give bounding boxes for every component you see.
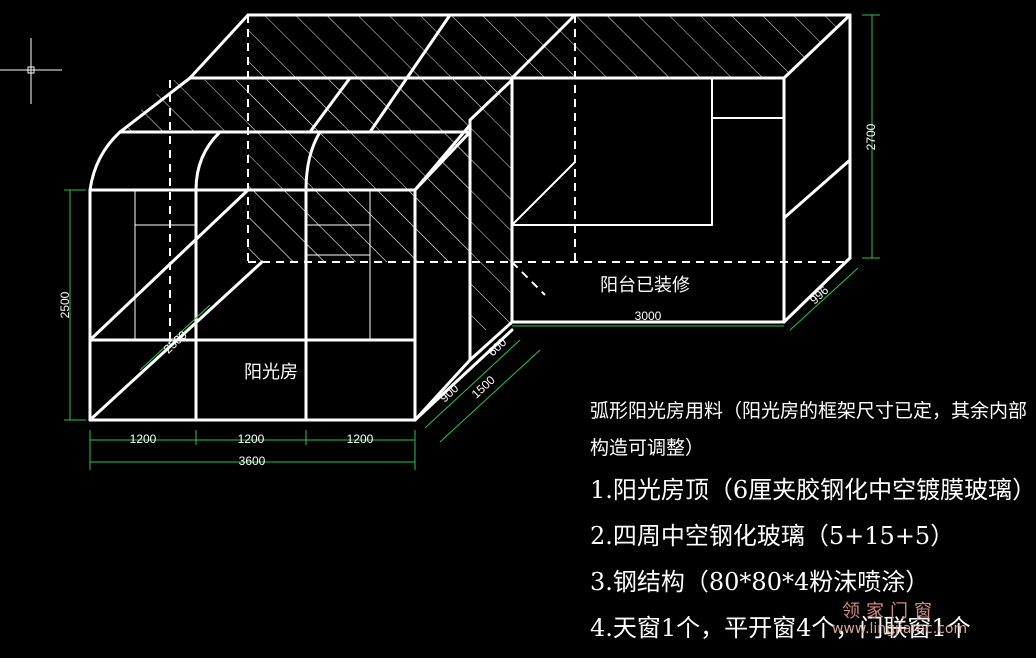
dim-depth-1500: 1500 (469, 373, 498, 402)
sunroom-frame (88, 13, 852, 422)
dim-bay-2: 1200 (238, 432, 265, 446)
dim-total-width: 3600 (239, 454, 266, 468)
label-sunroom: 阳光房 (244, 362, 298, 383)
dim-width-right: 3000 (635, 309, 662, 323)
dim-bay-1: 1200 (130, 432, 157, 446)
watermark-url: www.lingjiamc.com (832, 621, 968, 637)
dim-height-left: 2500 (58, 291, 72, 318)
notes-item-2: 2.四周中空钢化玻璃（5+15+5） (590, 522, 955, 550)
notes-item-3: 3.钢结构（80*80*4粉沫喷涂） (590, 568, 930, 596)
roof-glass-hatching (120, 15, 850, 330)
dim-bay-3: 1200 (347, 432, 374, 446)
dim-depth-900: 900 (437, 381, 461, 405)
notes-item-1: 1.阳光房顶（6厘夹胶钢化中空镀膜玻璃） (590, 476, 1036, 504)
notes-intro: 弧形阳光房用料（阳光房的框架尺寸已定，其余内部构造可调整） (590, 400, 1028, 459)
materials-notes: 弧形阳光房用料（阳光房的框架尺寸已定，其余内部构造可调整） 1.阳光房顶（6厘夹… (590, 393, 1036, 651)
dim-height-right: 2700 (864, 123, 878, 150)
watermark: 领家门窗 www.lingjiamc.com (812, 595, 1032, 655)
hidden-edges (169, 15, 850, 340)
notes-item-4: 4.天窗1个，平开窗4个，门联窗1个 (590, 614, 971, 642)
dim-depth-right: 996 (807, 283, 831, 307)
label-balcony: 阳台已装修 (600, 275, 690, 296)
crosshair-cursor-icon (0, 38, 62, 104)
dimension-lines (64, 14, 880, 470)
dim-depth-600: 600 (485, 335, 509, 359)
watermark-brand: 领家门窗 (842, 601, 938, 622)
